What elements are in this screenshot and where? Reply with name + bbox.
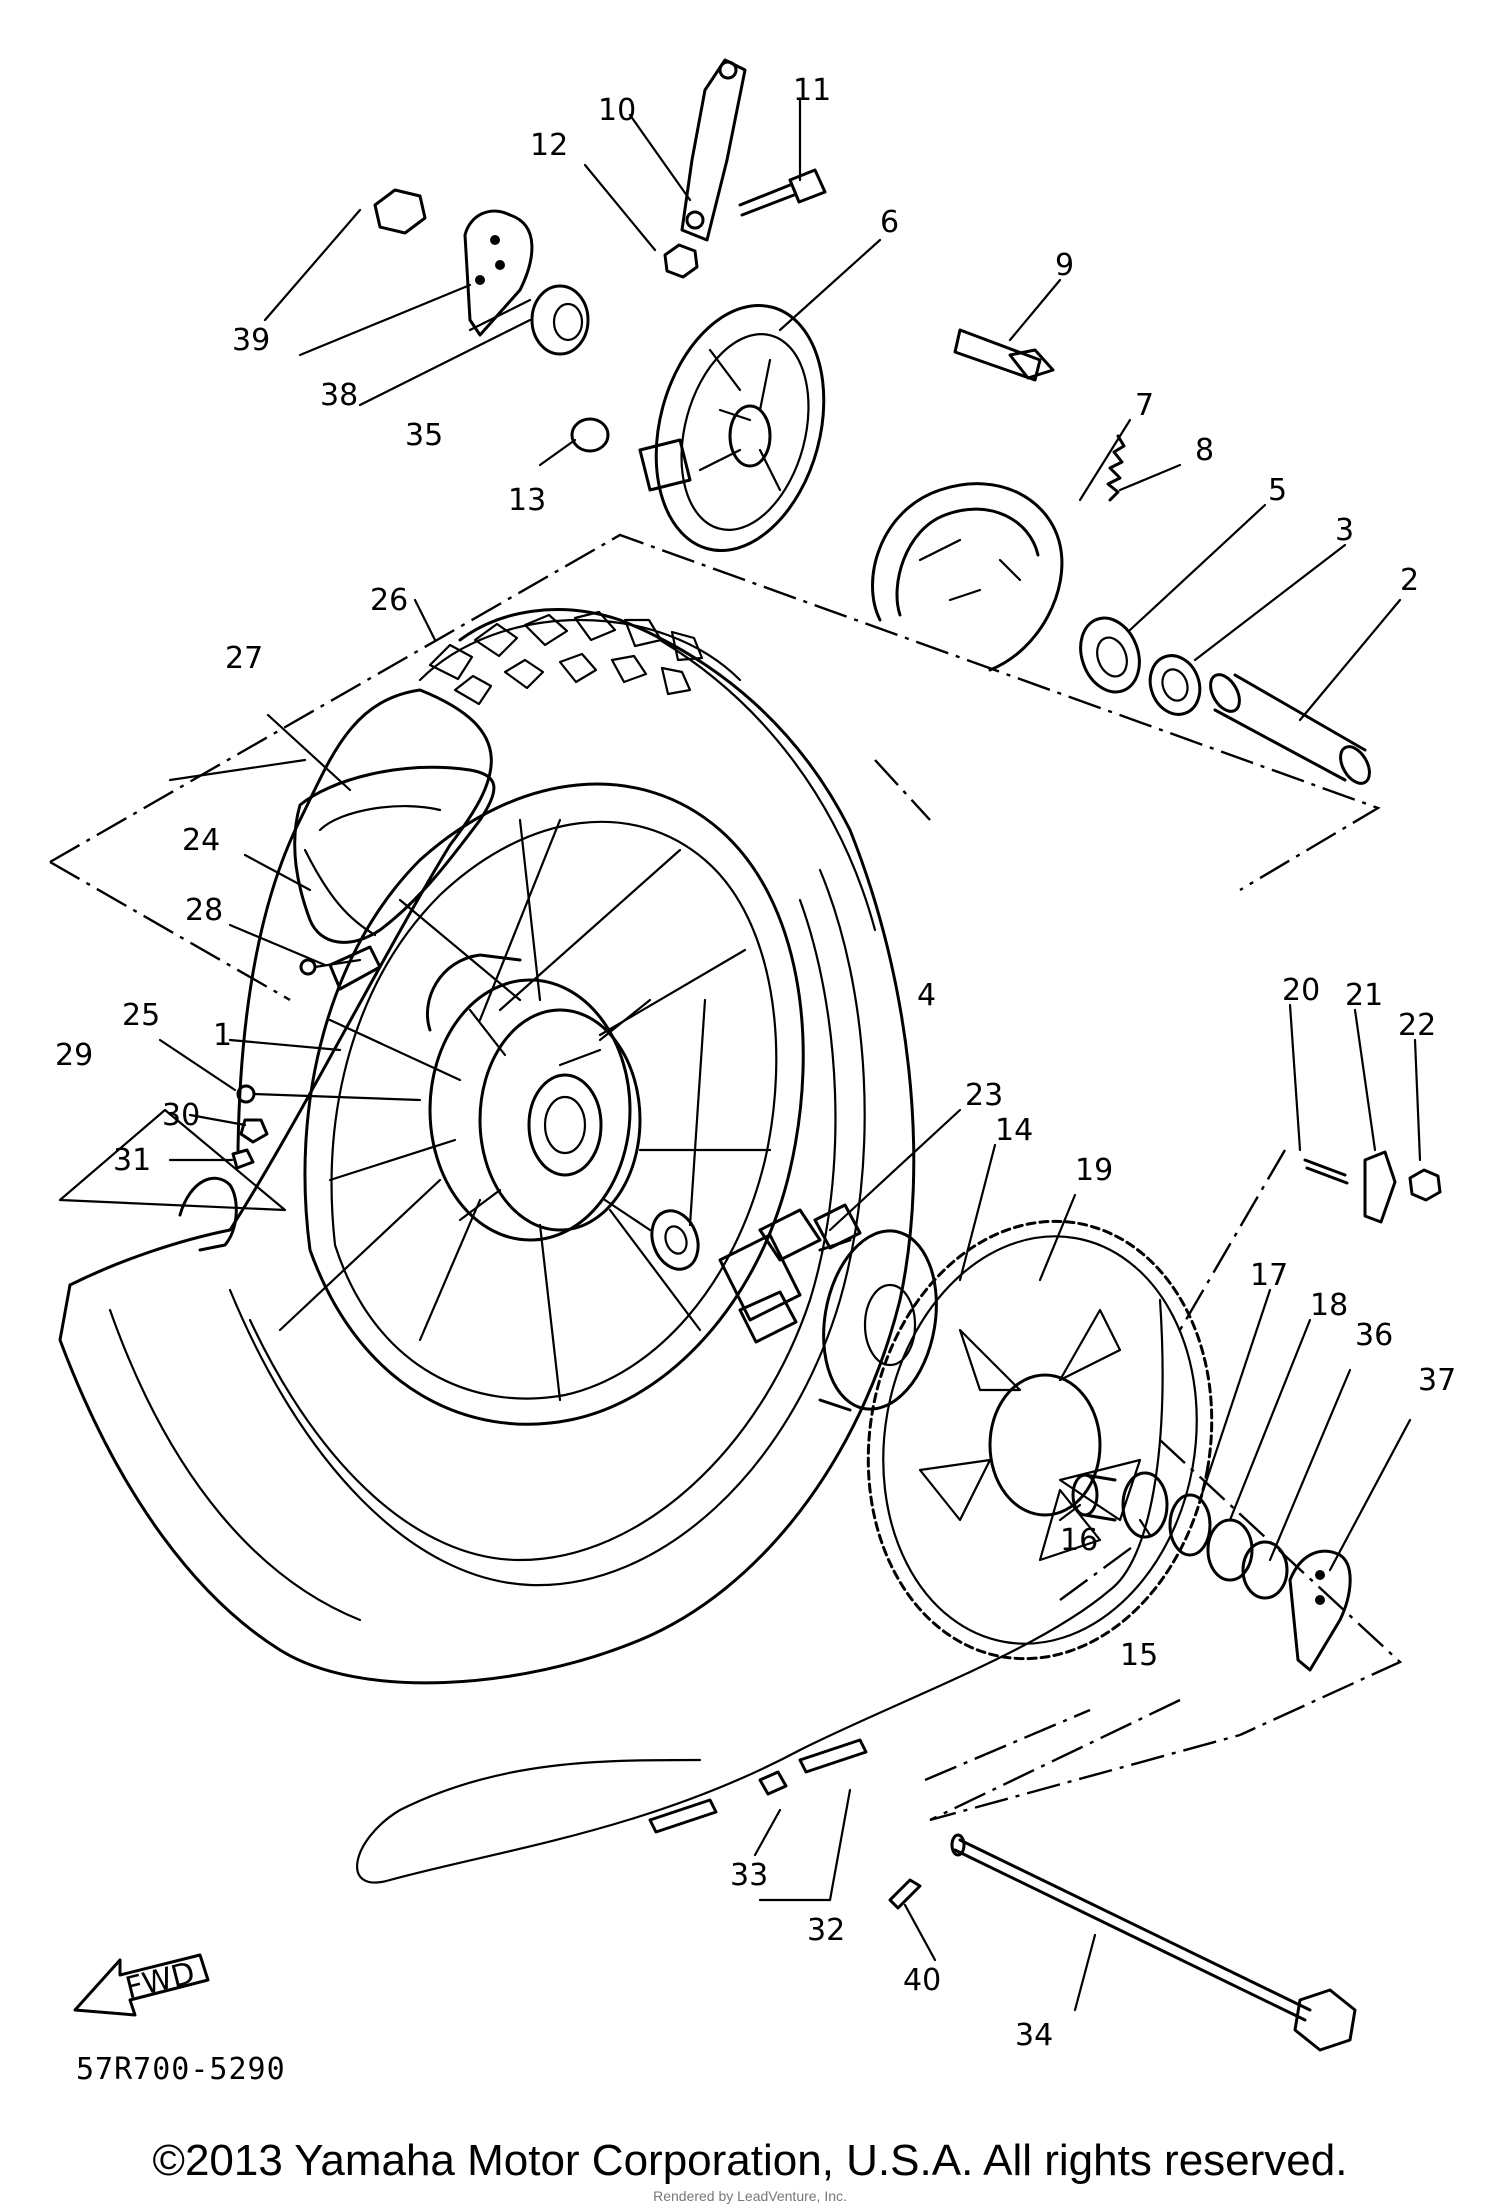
rim: [303, 782, 805, 1426]
callout-11: 11: [793, 73, 831, 108]
copyright-notice: ©2013 Yamaha Motor Corporation, U.S.A. A…: [152, 2136, 1348, 2185]
callout-33: 33: [730, 1858, 768, 1893]
cotter-pin: [888, 1878, 922, 1910]
spacer: [1209, 673, 1371, 785]
callout-10: 10: [598, 93, 636, 128]
collar: [570, 417, 610, 453]
brake-shoe: [871, 482, 1064, 672]
sprocket-seal: [1168, 1493, 1212, 1557]
chain-adjuster-right: [1288, 1549, 1352, 1672]
valve-cap-loop: [178, 1176, 238, 1252]
callout-29: 29: [55, 1038, 93, 1073]
sprocket-hub: [818, 1229, 938, 1412]
brake-shoe-spring: [1106, 434, 1126, 502]
axle-nut-left: [373, 188, 427, 235]
rear-sprocket: [866, 1219, 1214, 1661]
brake-arm: [680, 58, 747, 242]
rim-band: [303, 848, 377, 937]
axle: [950, 1833, 1357, 2052]
callout-30: 30: [162, 1098, 200, 1133]
inner-tube: [293, 765, 496, 944]
callout-35: 35: [405, 418, 443, 453]
camshaft: [953, 328, 1055, 382]
rim-lock: [328, 945, 382, 991]
callout-39: 39: [232, 323, 270, 358]
brake-arm-nut: [663, 243, 699, 279]
callout-13: 13: [508, 483, 546, 518]
spacer-collar: [1241, 1540, 1289, 1600]
callout-9: 9: [1055, 248, 1074, 283]
tire: [58, 608, 916, 1685]
leader-lines: [58, 98, 1422, 2012]
callout-2: 2: [1400, 563, 1419, 598]
sprocket-spacer: [1206, 1518, 1254, 1582]
callout-31: 31: [113, 1143, 151, 1178]
callout-numbers: 1 2 3 4 5 6 7 8 9 10 11 12 13 14 15 16 1…: [55, 73, 1456, 2053]
fwd-label: FWD: [122, 1955, 198, 2006]
chain-joint: [648, 1738, 868, 1834]
callout-5: 5: [1268, 473, 1287, 508]
tire-tread: [418, 610, 742, 706]
brake-arm-bolt: [738, 168, 827, 217]
callout-27: 27: [225, 641, 263, 676]
callout-26: 26: [370, 583, 408, 618]
spoke-nipple: [236, 958, 422, 1104]
brake-shoe-plate: [638, 303, 826, 553]
forward-arrow: FWD: [73, 1953, 210, 2017]
callout-23: 23: [965, 1078, 1003, 1113]
callout-3: 3: [1335, 513, 1354, 548]
callout-22: 22: [1398, 1008, 1436, 1043]
callout-36: 36: [1355, 1318, 1393, 1353]
chain-adjuster-left: [463, 209, 534, 337]
valve-parts: [231, 1118, 269, 1170]
spokes: [278, 818, 772, 1402]
callout-15: 15: [1120, 1638, 1158, 1673]
callout-6: 6: [880, 205, 899, 240]
callout-38: 38: [320, 378, 358, 413]
callout-37: 37: [1418, 1363, 1456, 1398]
callout-1: 1: [213, 1018, 232, 1053]
callout-28: 28: [185, 893, 223, 928]
callout-34: 34: [1015, 2018, 1053, 2053]
callout-25: 25: [122, 998, 160, 1033]
callout-17: 17: [1250, 1258, 1288, 1293]
callout-18: 18: [1310, 1288, 1348, 1323]
callout-12: 12: [530, 128, 568, 163]
hub-bearing: [650, 1209, 700, 1271]
callout-16: 16: [1060, 1523, 1098, 1558]
drive-chain: [356, 1298, 1164, 1884]
group-frames: [49, 533, 1403, 1822]
callout-40: 40: [903, 1963, 941, 1998]
callout-21: 21: [1345, 978, 1383, 1013]
sprocket-bearing: [1121, 1471, 1169, 1539]
callout-4: 4: [917, 978, 936, 1013]
callout-8: 8: [1195, 433, 1214, 468]
diagram-code: 57R700-5290: [76, 2052, 286, 2087]
callout-19: 19: [1075, 1153, 1113, 1188]
brake-seal: [530, 284, 590, 356]
callout-7: 7: [1135, 388, 1154, 423]
rendered-by-notice: Rendered by LeadVenture, Inc.: [653, 2188, 847, 2204]
hub-dampers: [718, 1203, 862, 1344]
sprocket-collar: [1071, 1473, 1117, 1522]
callout-24: 24: [182, 823, 220, 858]
bearing: [1079, 616, 1141, 694]
callout-20: 20: [1282, 973, 1320, 1008]
callout-14: 14: [995, 1113, 1033, 1148]
oil-seal: [1148, 654, 1202, 716]
sprocket-bolt-set: [1303, 1150, 1442, 1224]
callout-32: 32: [807, 1913, 845, 1948]
